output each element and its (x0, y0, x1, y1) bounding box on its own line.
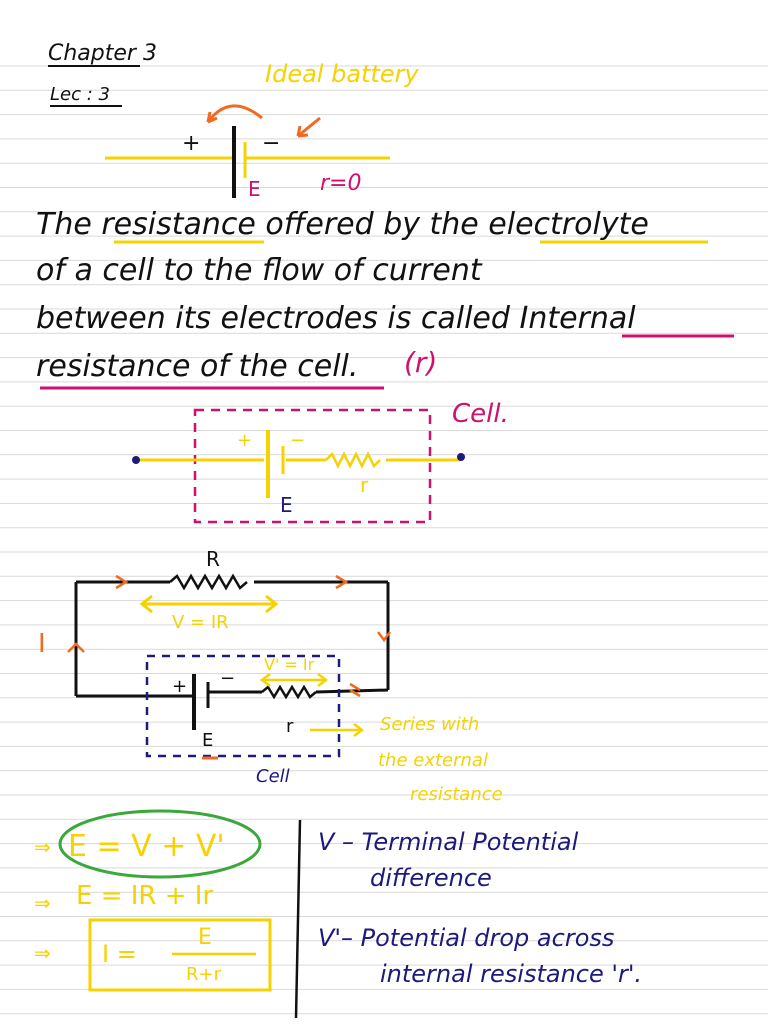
definition-line-4: resistance of the cell. (36, 349, 358, 384)
current-arrow-icon (349, 682, 361, 698)
equation-3-denominator: R+r (186, 964, 222, 985)
series-note-line-1: Series with (380, 714, 479, 735)
equation-2: E = IR + Ir (76, 881, 213, 911)
definition-symbol: (r) (404, 346, 437, 379)
equation-3-lhs: I = (102, 940, 137, 968)
cell-label: Cell. (452, 399, 509, 429)
chapter-title: Chapter 3 (48, 41, 157, 66)
ideal-battery-symbol (105, 104, 390, 198)
lecture-label: Lec : 3 (50, 84, 110, 105)
circuit-plus-sign: + (172, 676, 187, 697)
cell-minus-sign: − (290, 430, 305, 451)
cell-plus-sign: + (237, 430, 252, 451)
external-resistor-zigzag (169, 573, 248, 591)
highlight-circle (58, 809, 262, 879)
circuit-Vprime-label: V' = Ir (264, 655, 315, 674)
equation-3-box (88, 918, 272, 992)
circuit-R-label: R (206, 547, 220, 571)
def-vp-line-2: internal resistance 'r'. (380, 960, 642, 988)
current-arrow-icon (335, 574, 349, 590)
circuit-I-label: I (38, 629, 46, 659)
ruled-lines (0, 65, 768, 1015)
implies-arrow-2: ⇒ (34, 891, 51, 915)
current-arrow-icon (67, 642, 85, 653)
cell-diagram (132, 408, 465, 524)
equation-1: E = V + V' (68, 829, 225, 864)
series-note-line-3: resistance (410, 784, 503, 805)
circuit-minus-sign: − (220, 668, 235, 689)
circuit-cell-box (145, 654, 341, 758)
def-v-line-1: V – Terminal Potential (318, 828, 579, 856)
definition-line-3: between its electrodes is called Interna… (36, 301, 636, 336)
definition-line-1: The resistance offered by the electrolyt… (36, 207, 649, 242)
circuit-cell-label: Cell (256, 766, 290, 787)
series-note-line-2: the external (378, 750, 488, 771)
ideal-r-zero: r=0 (320, 171, 361, 196)
def-vp-line-1: V'– Potential drop across (318, 924, 614, 952)
ideal-battery-title: Ideal battery (265, 60, 419, 88)
circuit-V-label: V = IR (172, 612, 229, 633)
ideal-plus-sign: + (182, 131, 200, 156)
pointer-arrow-icon (296, 116, 321, 138)
cell-boundary-box (193, 408, 432, 524)
implies-arrow-3: ⇒ (34, 941, 51, 965)
internal-resistor-zigzag (325, 451, 381, 469)
cell-terminal-right (457, 453, 465, 461)
cell-r-label: r (360, 473, 369, 497)
circuit-diagram (67, 573, 391, 760)
ideal-emf-label: E (248, 177, 261, 201)
current-arrow-icon (115, 574, 129, 590)
current-arrow-icon (377, 631, 391, 643)
internal-resistor-zigzag-circuit (261, 684, 317, 700)
cell-emf-label: E (280, 493, 293, 517)
implies-arrow-1: ⇒ (34, 835, 51, 859)
circuit-r-label: r (286, 716, 294, 737)
definition-line-2: of a cell to the flow of current (36, 253, 483, 288)
equation-3-numerator: E (198, 925, 212, 950)
ideal-minus-sign: − (262, 131, 280, 156)
vertical-divider (294, 819, 302, 1019)
circuit-emf-label: E (202, 730, 213, 751)
curved-arrow-icon (206, 104, 263, 123)
def-v-line-2: difference (370, 864, 492, 892)
cell-terminal-left (132, 456, 140, 464)
